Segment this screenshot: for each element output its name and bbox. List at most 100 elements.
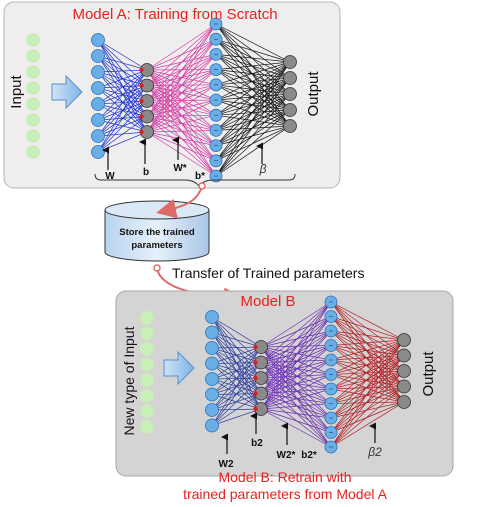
connection-line	[215, 109, 291, 116]
param-w2-star-label: W2*	[277, 450, 296, 461]
connection-line	[260, 377, 332, 419]
connection-line	[215, 61, 291, 86]
connection-line	[260, 408, 332, 433]
connection-line	[260, 330, 332, 348]
connection-line	[330, 386, 405, 419]
connection-line	[211, 393, 262, 426]
input-node	[140, 373, 154, 387]
connection-line	[260, 301, 332, 410]
connection-line	[260, 316, 332, 410]
param-b-star-label: b*	[195, 171, 205, 182]
hidden-node	[91, 113, 105, 127]
model-b-input-label: New type of Input	[121, 326, 137, 435]
connection-line	[215, 84, 291, 111]
connection-line	[330, 330, 405, 403]
connection-line	[330, 386, 405, 390]
connection-line	[260, 362, 332, 375]
connection-line	[260, 408, 332, 448]
connection-line	[215, 54, 291, 95]
bias-dot	[139, 98, 144, 104]
model-b-caption-line1: Model B: Retrain with	[218, 469, 351, 485]
connection-line	[211, 346, 262, 364]
storage-label-line1: Store the trained	[119, 227, 195, 238]
connection-line	[330, 386, 405, 404]
connection-line	[146, 23, 217, 117]
connection-line	[260, 330, 332, 410]
connection-line	[330, 388, 405, 403]
store-arrow-origin	[198, 182, 206, 190]
input-node	[140, 326, 154, 341]
connection-line	[215, 69, 291, 111]
connection-line	[215, 69, 291, 127]
connection-line	[146, 38, 217, 133]
hidden-node	[91, 49, 105, 63]
connection-line	[330, 330, 405, 341]
connection-line	[260, 377, 332, 390]
connection-line	[215, 61, 291, 131]
model-b-caption-line2: trained parameters from Model A	[183, 486, 388, 502]
connection-line	[330, 339, 405, 375]
input-node	[26, 113, 40, 127]
connection-line	[330, 316, 405, 341]
connection-line	[260, 346, 332, 404]
connection-line	[146, 84, 217, 133]
param-beta2-label: β2	[367, 445, 382, 459]
connection-line	[146, 54, 217, 133]
input-node	[140, 311, 154, 325]
param-b-label: b	[143, 167, 149, 178]
connection-line	[260, 346, 332, 433]
model-b-input-arrow	[163, 350, 195, 386]
connection-line	[260, 330, 332, 363]
connection-line	[215, 54, 291, 79]
connection-line	[260, 346, 332, 390]
connection-line	[330, 301, 405, 387]
connection-line	[146, 99, 217, 133]
connection-line	[260, 359, 332, 410]
connection-line	[211, 362, 262, 426]
connection-line	[330, 345, 405, 356]
bias-dot	[253, 391, 258, 396]
input-node	[26, 97, 40, 111]
connection-line	[260, 345, 332, 363]
connection-line	[260, 374, 332, 379]
connection-line	[97, 100, 148, 153]
input-node	[140, 357, 154, 372]
connection-line	[97, 69, 148, 121]
connection-line	[215, 99, 291, 111]
param-w-label: W	[105, 171, 115, 182]
connection-line	[260, 301, 332, 363]
param-b2-label: b2	[251, 438, 263, 449]
connection-line	[260, 374, 332, 394]
connection-line	[215, 23, 291, 95]
connection-line	[330, 345, 405, 403]
connection-line	[260, 359, 332, 379]
input-node	[26, 145, 40, 159]
output-node	[283, 87, 297, 101]
connection-line	[330, 401, 405, 433]
connection-line	[215, 77, 291, 177]
hidden-node	[91, 97, 105, 111]
connection-line	[215, 69, 291, 95]
connection-line	[97, 69, 148, 105]
connection-line	[215, 61, 291, 101]
connection-line	[260, 362, 332, 404]
model-b-network	[140, 295, 411, 454]
connection-line	[260, 408, 332, 419]
connection-line	[97, 116, 148, 153]
model-a-output-label: Output	[305, 71, 322, 117]
output-node	[283, 103, 297, 117]
connection-line	[330, 374, 405, 387]
connection-line	[215, 38, 291, 79]
connection-line	[330, 345, 405, 387]
connection-line	[215, 38, 291, 111]
connection-line	[260, 345, 332, 348]
connection-line	[215, 61, 291, 146]
connection-line	[260, 393, 332, 404]
connection-line	[260, 346, 332, 419]
connection-line	[330, 330, 405, 372]
connection-line	[215, 61, 291, 162]
connection-line	[330, 339, 405, 419]
input-node	[140, 404, 154, 418]
input-node	[26, 49, 40, 63]
